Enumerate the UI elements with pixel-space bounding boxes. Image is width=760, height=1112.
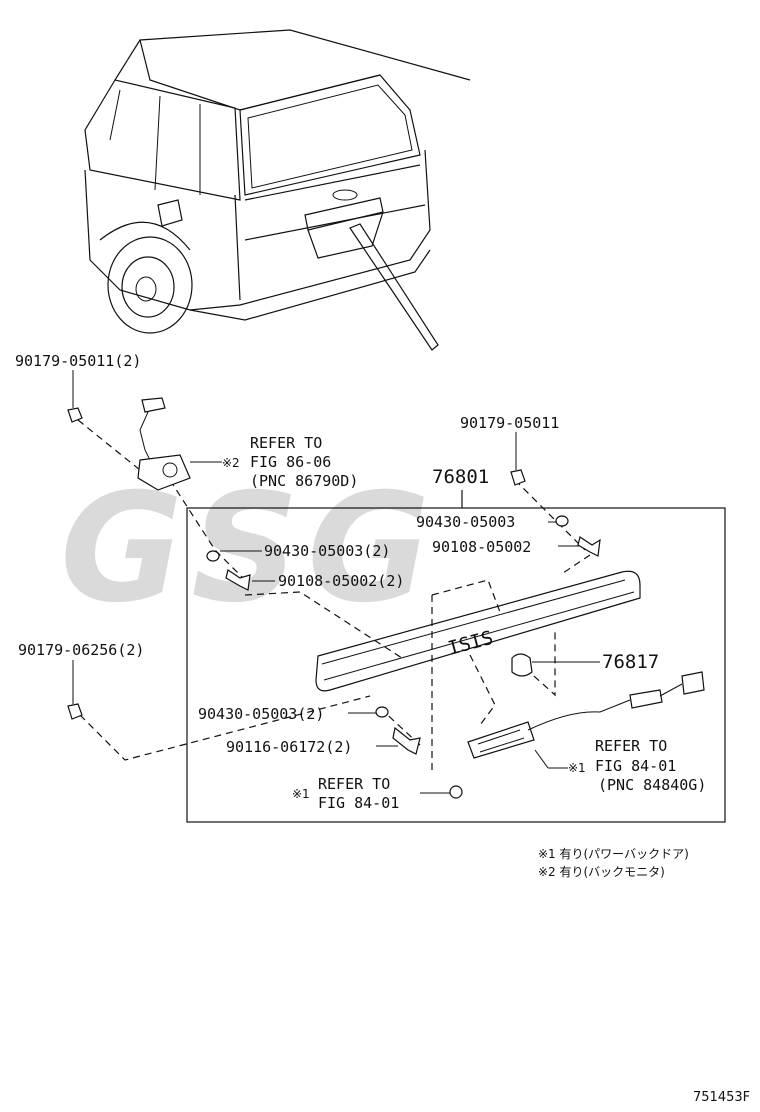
ref-lamp-line1: REFER TO (595, 737, 667, 755)
ref-camera-line1: REFER TO (250, 434, 322, 452)
ref-camera-line2: FIG 86-06 (250, 453, 331, 471)
label-clip-top-left: 90179-05011(2) (15, 352, 141, 370)
label-emblem-clip: 76817 (602, 651, 659, 673)
figure-id: 751453F (693, 1090, 750, 1105)
ref-lamp-line3: (PNC 84840G) (598, 776, 706, 794)
clip-parts (67, 407, 601, 799)
label-bolt-bottom: 90116-06172(2) (226, 738, 352, 756)
watermark: GSG (60, 462, 438, 636)
ref-camera-mark: ※2 (222, 456, 240, 470)
ref-lamp-mark: ※1 (568, 761, 586, 775)
label-screw-right: 90108-05002 (432, 538, 531, 556)
note-2: ※2 有り(バックモニタ) (538, 865, 665, 879)
label-washer-bottom: 90430-05003(2) (198, 705, 324, 723)
label-clip-bottom-left: 90179-06256(2) (18, 641, 144, 659)
ref-screw-line1: REFER TO (318, 775, 390, 793)
label-washer-right: 90430-05003 (416, 513, 515, 531)
label-screw-left: 90108-05002(2) (278, 572, 404, 590)
label-assembly: 76801 (432, 466, 489, 488)
vehicle-illustration (84, 29, 471, 351)
ref-camera-line3: (PNC 86790D) (250, 472, 358, 490)
ref-lamp-line2: FIG 84-01 (595, 757, 676, 775)
label-washer-left: 90430-05003(2) (264, 542, 390, 560)
note-1: ※1 有り(パワーバックドア) (538, 847, 689, 861)
ref-screw-line2: FIG 84-01 (318, 794, 399, 812)
dashed-leaders (77, 419, 591, 775)
label-clip-top-right: 90179-05011 (460, 414, 559, 432)
back-camera (137, 397, 191, 491)
license-lamp (467, 671, 705, 759)
label-leaders (72, 370, 600, 794)
assembly-boundary (186, 507, 726, 823)
ref-screw-mark: ※1 (292, 787, 310, 801)
